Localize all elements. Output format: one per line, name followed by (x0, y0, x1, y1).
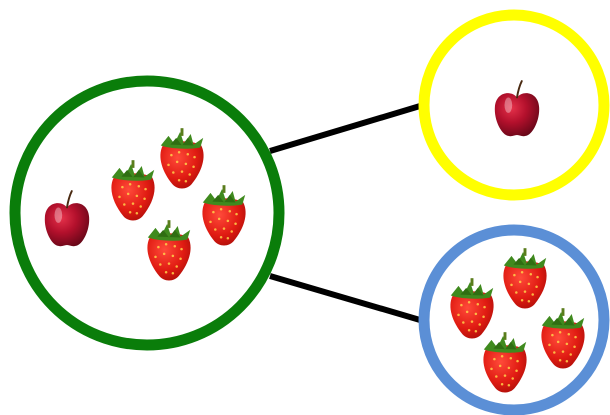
whole-circle (9, 75, 285, 351)
connector-line-top (269, 103, 421, 154)
part-circle-bottom (418, 224, 610, 415)
part-circle-top (418, 9, 610, 201)
whole-ring (9, 75, 285, 351)
connector-line-bottom (269, 273, 421, 323)
